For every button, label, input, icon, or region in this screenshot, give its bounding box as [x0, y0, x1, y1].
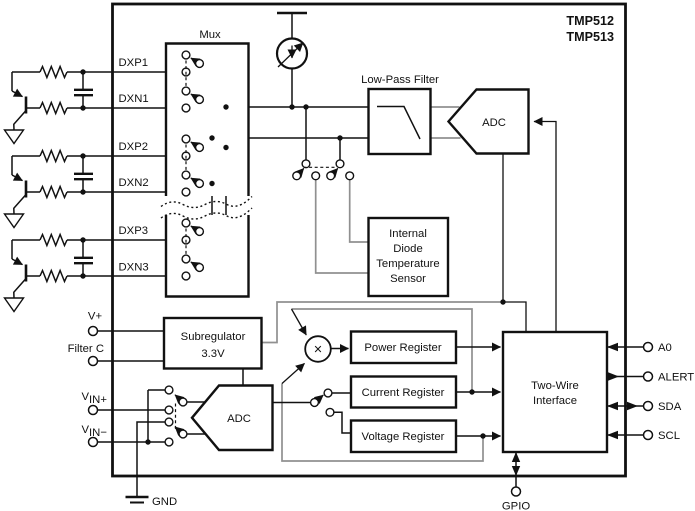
- vin-switches: [165, 386, 187, 446]
- low-pass-filter-block: [367, 87, 432, 156]
- adc-power-block: [190, 384, 274, 452]
- gpio-down-arrow-icon: [511, 466, 521, 476]
- idts-label-4: Sensor: [390, 273, 426, 285]
- pin-label-a0: A0: [658, 342, 672, 354]
- pin-label-gpio: GPIO: [502, 501, 530, 511]
- pin-label-scl: SCL: [658, 430, 680, 442]
- labels: TMP512 TMP513 Mux Low-Pass Filter ADC AD…: [68, 14, 695, 511]
- temp-path-switches: [293, 160, 354, 180]
- a0-terminal: [642, 341, 654, 353]
- subregulator-block: [162, 316, 263, 370]
- diode-network-2: [5, 151, 182, 228]
- vinminus-terminal: [87, 436, 99, 448]
- gray-wires: [261, 106, 503, 462]
- subregulator-label-1: Subregulator: [181, 331, 246, 343]
- register-input-switch: [309, 388, 335, 417]
- junction-dots: [145, 104, 506, 445]
- scl-terminal: [642, 429, 654, 441]
- idts-label-2: Diode: [393, 243, 423, 255]
- pin-terminals: [87, 325, 654, 497]
- gpio-terminal: [510, 486, 522, 497]
- pin-label-gnd: GND: [152, 496, 177, 508]
- twi-label-2: Interface: [533, 395, 577, 407]
- mux-label: Mux: [199, 29, 221, 41]
- current-register-block: [349, 375, 458, 409]
- gpio-up-arrow-icon: [511, 452, 521, 462]
- pin-label-vinminus: VIN−: [82, 424, 108, 439]
- sda-terminal: [642, 400, 654, 412]
- pin-label-alert: ALERT: [658, 372, 694, 384]
- vinplus-terminal: [87, 404, 99, 416]
- sda-in-arrow-icon: [607, 401, 618, 411]
- pin-label-vinplus: VIN+: [82, 391, 108, 406]
- diode-network-3: [5, 235, 182, 312]
- idts-label-1: Internal: [389, 228, 427, 240]
- power-register-label: Power Register: [364, 342, 441, 354]
- pin-label-filterc: Filter C: [68, 343, 104, 355]
- chip-title-2: TMP513: [566, 30, 614, 44]
- lpf-label: Low-Pass Filter: [361, 74, 439, 86]
- scl-arrow-icon: [607, 430, 618, 440]
- adc-temp-label: ADC: [482, 117, 506, 129]
- alert-arrow-icon: [608, 372, 619, 381]
- two-wire-interface-block: [501, 330, 609, 454]
- multiplier-icon: [304, 335, 332, 363]
- sda-out-arrow-icon: [627, 401, 638, 411]
- pin-label-dxn3: DXN3: [119, 262, 149, 274]
- pin-label-dxn1: DXN1: [119, 93, 149, 105]
- vplus-terminal: [87, 325, 99, 337]
- voltage-register-block: [349, 419, 458, 454]
- alert-terminal: [642, 371, 654, 382]
- current-register-label: Current Register: [362, 387, 445, 399]
- power-register-block: [349, 330, 458, 365]
- chip-title-1: TMP512: [566, 14, 614, 28]
- mux-switches: [182, 51, 203, 280]
- pin-label-dxp1: DXP1: [119, 57, 149, 69]
- low-pass-curve-icon: [377, 105, 421, 140]
- multiplier-symbol: ×: [314, 342, 322, 358]
- interface-arrows: [511, 342, 638, 476]
- filterc-terminal: [87, 355, 99, 367]
- voltage-register-label: Voltage Register: [362, 431, 445, 443]
- pin-label-sda: SDA: [658, 401, 682, 413]
- pin-label-dxp2: DXP2: [119, 141, 149, 153]
- idts-label-3: Temperature: [376, 258, 439, 270]
- subregulator-label-2: 3.3V: [201, 348, 225, 360]
- pin-label-vplus: V+: [88, 311, 103, 323]
- pin-label-dxn2: DXN2: [119, 177, 149, 189]
- twi-label-1: Two-Wire: [531, 380, 579, 392]
- adc-power-label: ADC: [227, 413, 251, 425]
- internal-diode-sensor-block: [367, 216, 450, 298]
- pin-label-dxp3: DXP3: [119, 225, 149, 237]
- diode-network-1: [5, 67, 182, 144]
- mux-block: [160, 42, 253, 298]
- adc-temp-block: [446, 88, 530, 155]
- a0-arrow-icon: [607, 342, 618, 352]
